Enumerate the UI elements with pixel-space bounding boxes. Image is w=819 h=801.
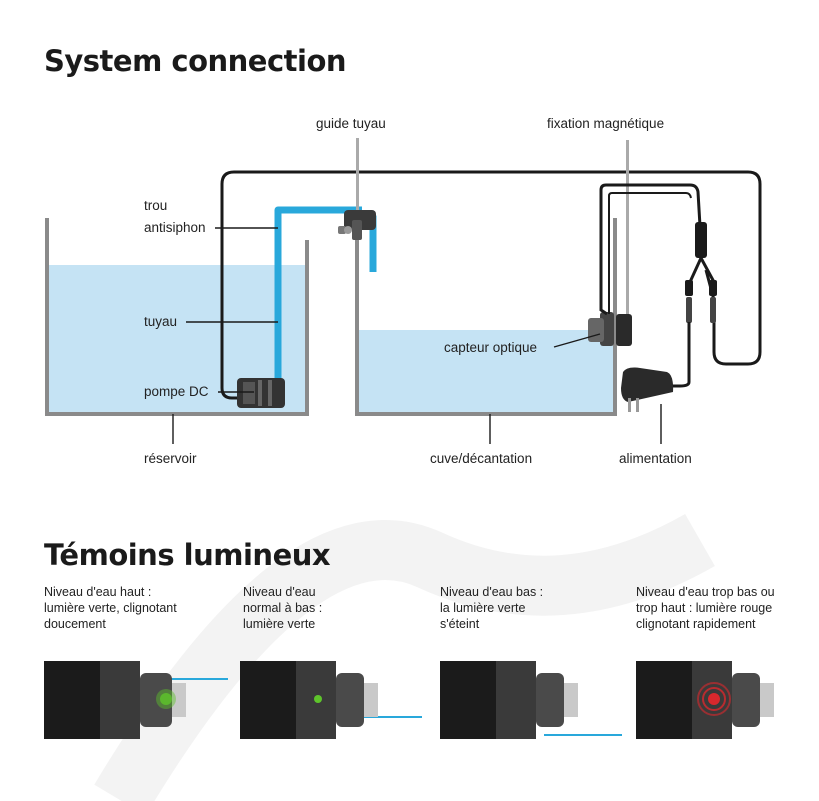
label-cuve: cuve/décantation: [430, 451, 533, 466]
label-pompe-dc: pompe DC: [144, 384, 209, 399]
lens-low: [440, 661, 578, 739]
cuve-water: [359, 330, 613, 414]
lens-high: [44, 661, 186, 739]
label-alimentation: alimentation: [619, 451, 692, 466]
reservoir-tank: [45, 218, 309, 416]
lens-alarm: [636, 661, 774, 739]
system-connection-title: System connection: [44, 44, 347, 78]
label-antisiphon: antisiphon: [144, 220, 206, 235]
sensor-cable-2: [608, 192, 692, 314]
label-reservoir: réservoir: [144, 451, 197, 466]
hose-guide: [338, 138, 376, 240]
label-capteur-optique: capteur optique: [444, 340, 538, 355]
cuve-tank: [355, 218, 617, 416]
label-tuyau: tuyau: [144, 314, 178, 329]
indicator-lenses: [44, 661, 774, 739]
indicator-text-low: Niveau d'eau bas : la lumière verte s'ét…: [440, 585, 544, 631]
indicator-text-high: Niveau d'eau haut : lumière verte, clign…: [44, 585, 177, 631]
watermark-shape: [94, 513, 715, 801]
adapter-cable: [668, 322, 691, 388]
label-guide-tuyau: guide tuyau: [316, 116, 386, 131]
dc-pump: [237, 378, 285, 408]
label-fixation-magnetique: fixation magnétique: [547, 116, 665, 131]
temoins-lumineux-title: Témoins lumineux: [44, 538, 331, 572]
y-splitter: [685, 222, 717, 323]
lens-normal: [240, 661, 378, 739]
indicator-text-alarm: Niveau d'eau trop bas ou trop haut : lum…: [636, 585, 775, 631]
sensor-cable: [599, 183, 702, 316]
leader-lines: [172, 227, 662, 444]
indicator-text-normal: Niveau d'eau normal à bas : lumière vert…: [243, 585, 323, 631]
label-trou: trou: [144, 198, 168, 213]
pump-cable: [220, 170, 762, 400]
power-adapter: [621, 367, 674, 412]
